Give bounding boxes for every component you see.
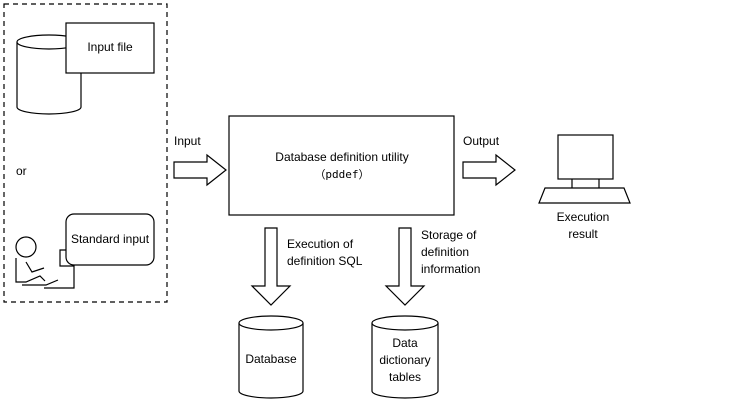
database-cylinder-icon (238, 315, 304, 399)
or-label: or (16, 164, 27, 178)
input-source-group (3, 3, 168, 303)
input-file-label: Input file (87, 40, 133, 54)
input-file-cylinder-icon (16, 34, 82, 115)
utility-title: Database definition utility (275, 150, 408, 164)
result-label-line2: result (568, 227, 598, 241)
dictionary-label-line2: dictionary (379, 353, 430, 367)
utility-command: （pddef） (314, 168, 369, 181)
storage-label-line3: information (421, 262, 480, 276)
dictionary-label-line3: tables (389, 370, 421, 384)
dictionary-label-line1: Data (392, 336, 418, 350)
user-terminal-icon (15, 236, 75, 289)
execution-label-line2: definition SQL (287, 254, 363, 268)
result-label-line1: Execution (557, 210, 610, 224)
output-arrow (462, 153, 516, 187)
database-label: Database (245, 352, 297, 366)
standard-input-box (65, 213, 155, 266)
utility-box (228, 115, 455, 216)
dictionary-cylinder-icon (371, 315, 439, 399)
output-arrow-label: Output (463, 134, 500, 148)
computer-icon (538, 134, 631, 204)
input-file-box (65, 22, 155, 74)
execution-label-line1: Execution of (287, 237, 354, 251)
storage-label-line2: definition (421, 245, 469, 259)
storage-label-line1: Storage of (421, 228, 477, 242)
input-arrow (173, 153, 227, 187)
standard-input-label: Standard input (71, 232, 150, 246)
input-arrow-label: Input (174, 134, 201, 148)
execution-down-arrow (250, 227, 292, 306)
storage-down-arrow (384, 227, 426, 306)
